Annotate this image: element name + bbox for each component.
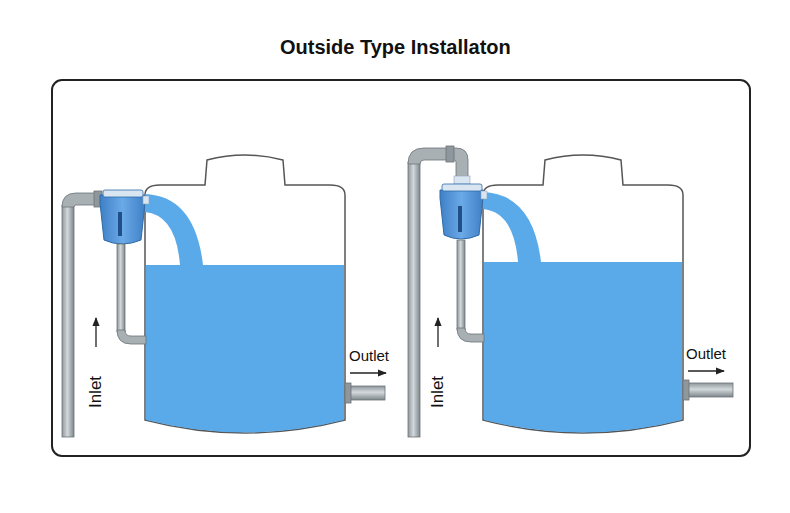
frame bbox=[52, 80, 750, 456]
diagram-title: Outside Type Installaton bbox=[280, 36, 511, 59]
left-tank bbox=[62, 155, 386, 437]
outlet-label: Outlet bbox=[686, 345, 726, 362]
outlet-label: Outlet bbox=[349, 347, 389, 364]
inlet-label: Inlet bbox=[86, 376, 106, 408]
inlet-label: Inlet bbox=[428, 376, 448, 408]
right-tank bbox=[408, 146, 733, 437]
